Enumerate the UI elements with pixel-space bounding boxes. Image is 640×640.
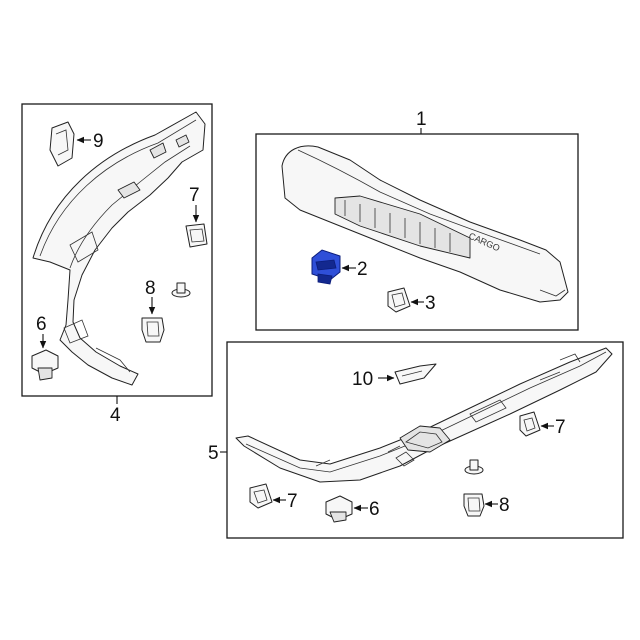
- part-8-retainer-left: [141, 317, 165, 343]
- callout-10: 10: [352, 369, 373, 390]
- part-10-cover: [394, 363, 437, 385]
- part-8-push-pin-left: [171, 282, 191, 298]
- part-9-bracket: [49, 121, 75, 167]
- part-6-clip-left: [31, 349, 59, 381]
- left-trim-panel: [32, 111, 206, 386]
- part-8-retainer-right: [463, 493, 485, 517]
- part-7-clip-bottom: [249, 483, 273, 509]
- part-7-clip-right: [519, 411, 541, 437]
- callout-2: 2: [357, 259, 368, 280]
- callout-7-left: 7: [189, 185, 200, 206]
- part-3-clip: [387, 287, 411, 313]
- callout-8-right: 8: [499, 495, 510, 516]
- callout-5: 5: [208, 443, 219, 464]
- top-panel-frame: [255, 133, 579, 331]
- part-2-switch-highlighted: [311, 249, 341, 285]
- callout-1: 1: [416, 109, 427, 130]
- part-7-clip-left: [185, 223, 208, 248]
- sill-trim-panel: [235, 347, 613, 483]
- callout-8-left: 8: [145, 278, 156, 299]
- callout-6-bottom: 6: [369, 499, 380, 520]
- callout-4: 4: [110, 405, 121, 426]
- callout-6-left: 6: [36, 314, 47, 335]
- bottom-panel-frame: [226, 341, 624, 539]
- callout-3: 3: [425, 293, 436, 314]
- part-8-push-pin-right: [464, 459, 484, 475]
- part-6-clip-bottom: [325, 495, 353, 523]
- callout-7-bottom: 7: [287, 491, 298, 512]
- callout-9: 9: [93, 131, 104, 152]
- callout-7-right: 7: [555, 417, 566, 438]
- cargo-cover-panel: CARGO: [281, 145, 569, 303]
